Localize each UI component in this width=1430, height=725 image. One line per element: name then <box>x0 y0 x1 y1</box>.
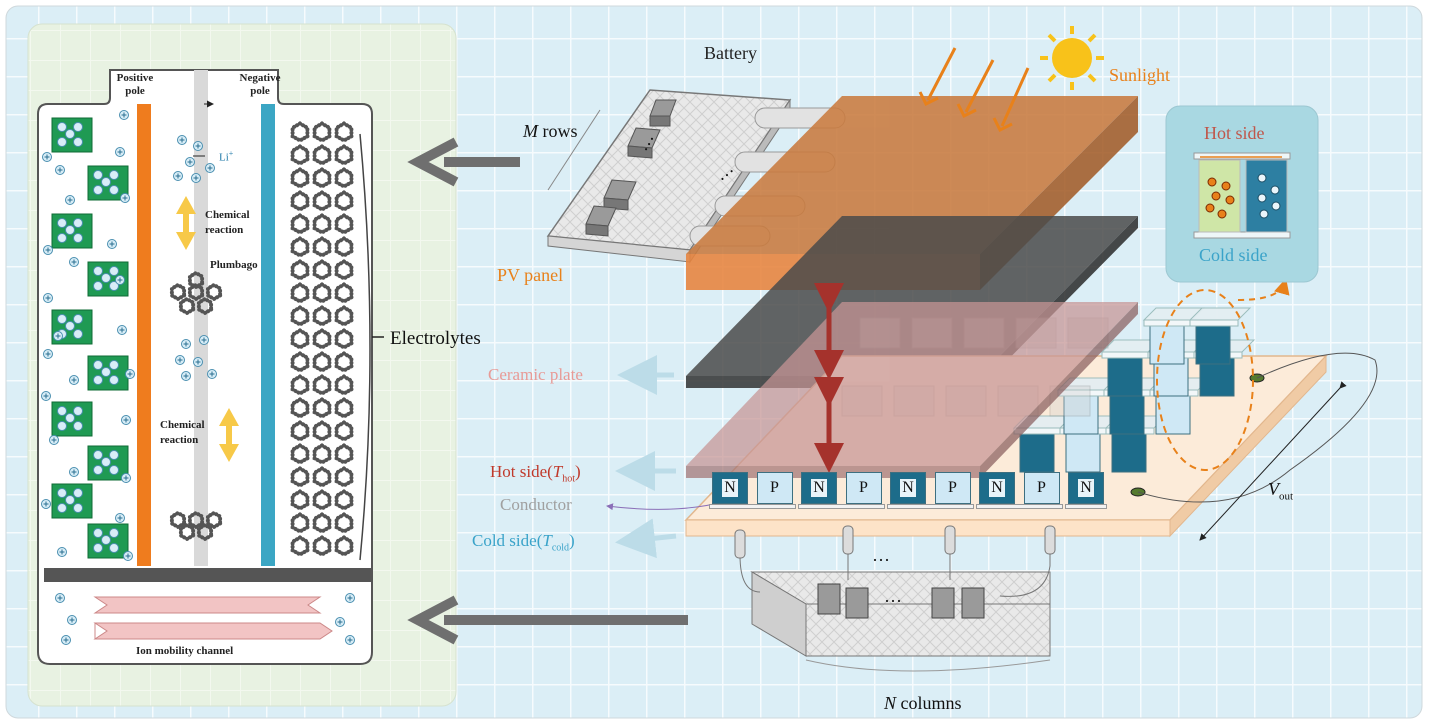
li-ion-icon <box>115 513 125 523</box>
li-ion-icon <box>120 193 130 203</box>
inset-box <box>1165 105 1319 283</box>
li-ion-icon <box>193 141 203 151</box>
li-ion-icon <box>173 171 183 181</box>
negative-pole-bar <box>261 104 275 566</box>
conductor-strip <box>798 504 885 509</box>
li-ion-icon <box>115 147 125 157</box>
li-ion-icon <box>67 615 77 625</box>
li-ion-icon <box>41 391 51 401</box>
p-type-leg: P <box>845 472 882 504</box>
conductor-strip <box>1065 504 1107 509</box>
li-ion-icon <box>345 593 355 603</box>
li-ion-icon <box>121 473 131 483</box>
li-ion-icon <box>55 165 65 175</box>
li-ion-icon <box>69 375 79 385</box>
li-ion-label: Li+ <box>219 149 234 164</box>
li-ion-icon <box>61 635 71 645</box>
li-ion-icon <box>193 357 203 367</box>
li-ion-icon <box>175 355 185 365</box>
n-type-leg: N <box>1068 472 1104 504</box>
li-ion-icon <box>69 257 79 267</box>
electrolytes-label: Electrolytes <box>390 328 481 349</box>
li-ion-icon <box>65 195 75 205</box>
li-ion-icon <box>185 157 195 167</box>
n-type-leg: N <box>979 472 1015 504</box>
pv-panel-label: PV panel <box>497 265 564 285</box>
inset-cold-side-label: Cold side <box>1199 245 1268 265</box>
plumbago-label: Plumbago <box>210 259 258 271</box>
li-ion-icon <box>123 551 133 561</box>
li-ion-icon <box>69 467 79 477</box>
cold-side-label: Cold side(Tcold) <box>472 531 575 554</box>
ion-channel-label: Ion mobility channel <box>136 645 234 657</box>
chemical-reaction-label-2: Chemical reaction <box>160 419 205 446</box>
chemical-reaction-label-1: Chemical reaction <box>205 209 250 236</box>
li-ion-icon <box>42 152 52 162</box>
li-ion-icon <box>43 245 53 255</box>
li-ion-icon <box>43 293 53 303</box>
positive-pole-label: Positive pole <box>116 72 154 97</box>
li-ion-icon <box>57 547 67 557</box>
li-ion-icon <box>207 369 217 379</box>
p-type-leg: P <box>934 472 971 504</box>
ellipsis-bottom-2: ··· <box>884 591 902 611</box>
li-ion-icon <box>177 135 187 145</box>
conductor-strip <box>976 504 1063 509</box>
positive-pole-bar <box>137 104 151 566</box>
ceramic-plate-label: Ceramic plate <box>488 365 583 384</box>
li-ion-icon <box>53 331 63 341</box>
hot-side-label: Hot side(Thot) <box>490 462 581 485</box>
li-ion-icon <box>191 173 201 183</box>
conductor-label: Conductor <box>500 495 572 514</box>
li-ion-icon <box>199 335 209 345</box>
li-ion-icon <box>119 110 129 120</box>
v-out-label: Vout <box>1268 479 1294 503</box>
li-ion-icon <box>43 349 53 359</box>
li-ion-icon <box>345 635 355 645</box>
li-ion-icon <box>335 617 345 627</box>
li-ion-icon <box>205 163 215 173</box>
li-ion-icon <box>181 371 191 381</box>
sunlight-label: Sunlight <box>1109 65 1171 85</box>
n-type-leg: N <box>801 472 837 504</box>
li-ion-icon <box>115 275 125 285</box>
p-type-leg: P <box>756 472 793 504</box>
battery-module-bottom <box>734 525 1056 672</box>
n-type-leg: N <box>712 472 748 504</box>
li-ion-icon <box>181 339 191 349</box>
negative-pole-label: Negative pole <box>239 72 281 97</box>
li-ion-icon <box>55 593 65 603</box>
conductor-strip <box>709 504 796 509</box>
li-ion-icon <box>41 499 51 509</box>
li-ion-icon <box>107 239 117 249</box>
conductor-strip <box>887 504 974 509</box>
li-ion-icon <box>121 415 131 425</box>
m-rows-label: M rows <box>523 121 578 141</box>
li-ion-icon <box>117 325 127 335</box>
ellipsis-bottom-1: ··· <box>872 550 890 570</box>
inset-hot-side-label: Hot side <box>1204 123 1265 143</box>
battery-title: Battery <box>704 43 757 63</box>
li-ion-icon <box>125 369 135 379</box>
li-ion-icon <box>49 435 59 445</box>
sun-icon <box>1040 26 1104 90</box>
p-type-leg: P <box>1023 472 1060 504</box>
n-type-leg: N <box>890 472 926 504</box>
n-columns-label: N columns <box>884 693 962 713</box>
